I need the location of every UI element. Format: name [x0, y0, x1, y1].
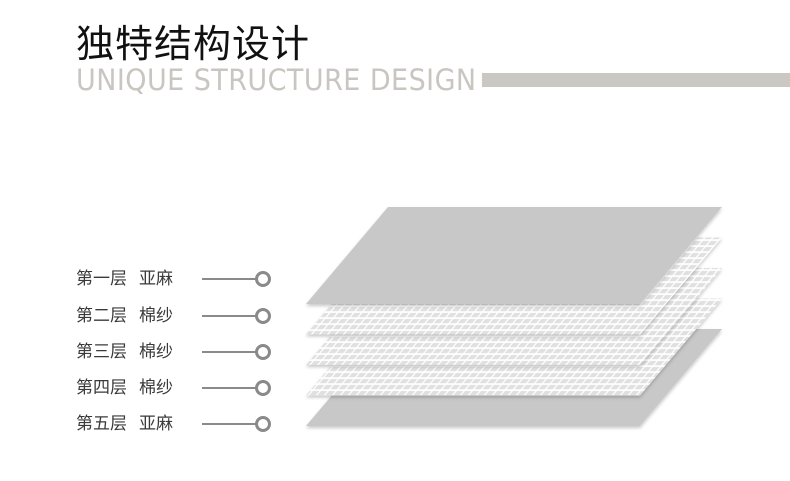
layer-label-row: 第四层棉纱	[76, 371, 286, 407]
linen-layer	[306, 207, 722, 304]
title-accent-bar	[482, 73, 790, 87]
connector-line	[202, 387, 256, 389]
layer-material: 亚麻	[139, 414, 173, 434]
ring-marker-icon	[255, 344, 271, 360]
connector-line	[202, 278, 256, 280]
ring-marker-icon	[255, 380, 271, 396]
page-subtitle: UNIQUE STRUCTURE DESIGN	[76, 63, 477, 97]
layer-label-row: 第五层亚麻	[76, 407, 286, 443]
connector-line	[202, 423, 256, 425]
layer-index-label: 第一层	[76, 269, 127, 289]
layer-label-row: 第一层亚麻	[76, 262, 286, 298]
layer-material: 棉纱	[139, 378, 173, 398]
layer-index-label: 第三层	[76, 342, 127, 362]
layer-index-label: 第二层	[76, 306, 127, 326]
page-title: 独特结构设计	[76, 22, 311, 66]
ring-marker-icon	[255, 416, 271, 432]
layer-material: 棉纱	[139, 306, 173, 326]
connector-line	[202, 315, 256, 317]
layer-material: 亚麻	[139, 269, 173, 289]
connector-line	[202, 351, 256, 353]
ring-marker-icon	[255, 308, 271, 324]
ring-marker-icon	[255, 271, 271, 287]
layer-index-label: 第五层	[76, 414, 127, 434]
layer-label-row: 第二层棉纱	[76, 299, 286, 335]
layer-material: 棉纱	[139, 342, 173, 362]
layer-index-label: 第四层	[76, 378, 127, 398]
layer-label-row: 第三层棉纱	[76, 335, 286, 371]
